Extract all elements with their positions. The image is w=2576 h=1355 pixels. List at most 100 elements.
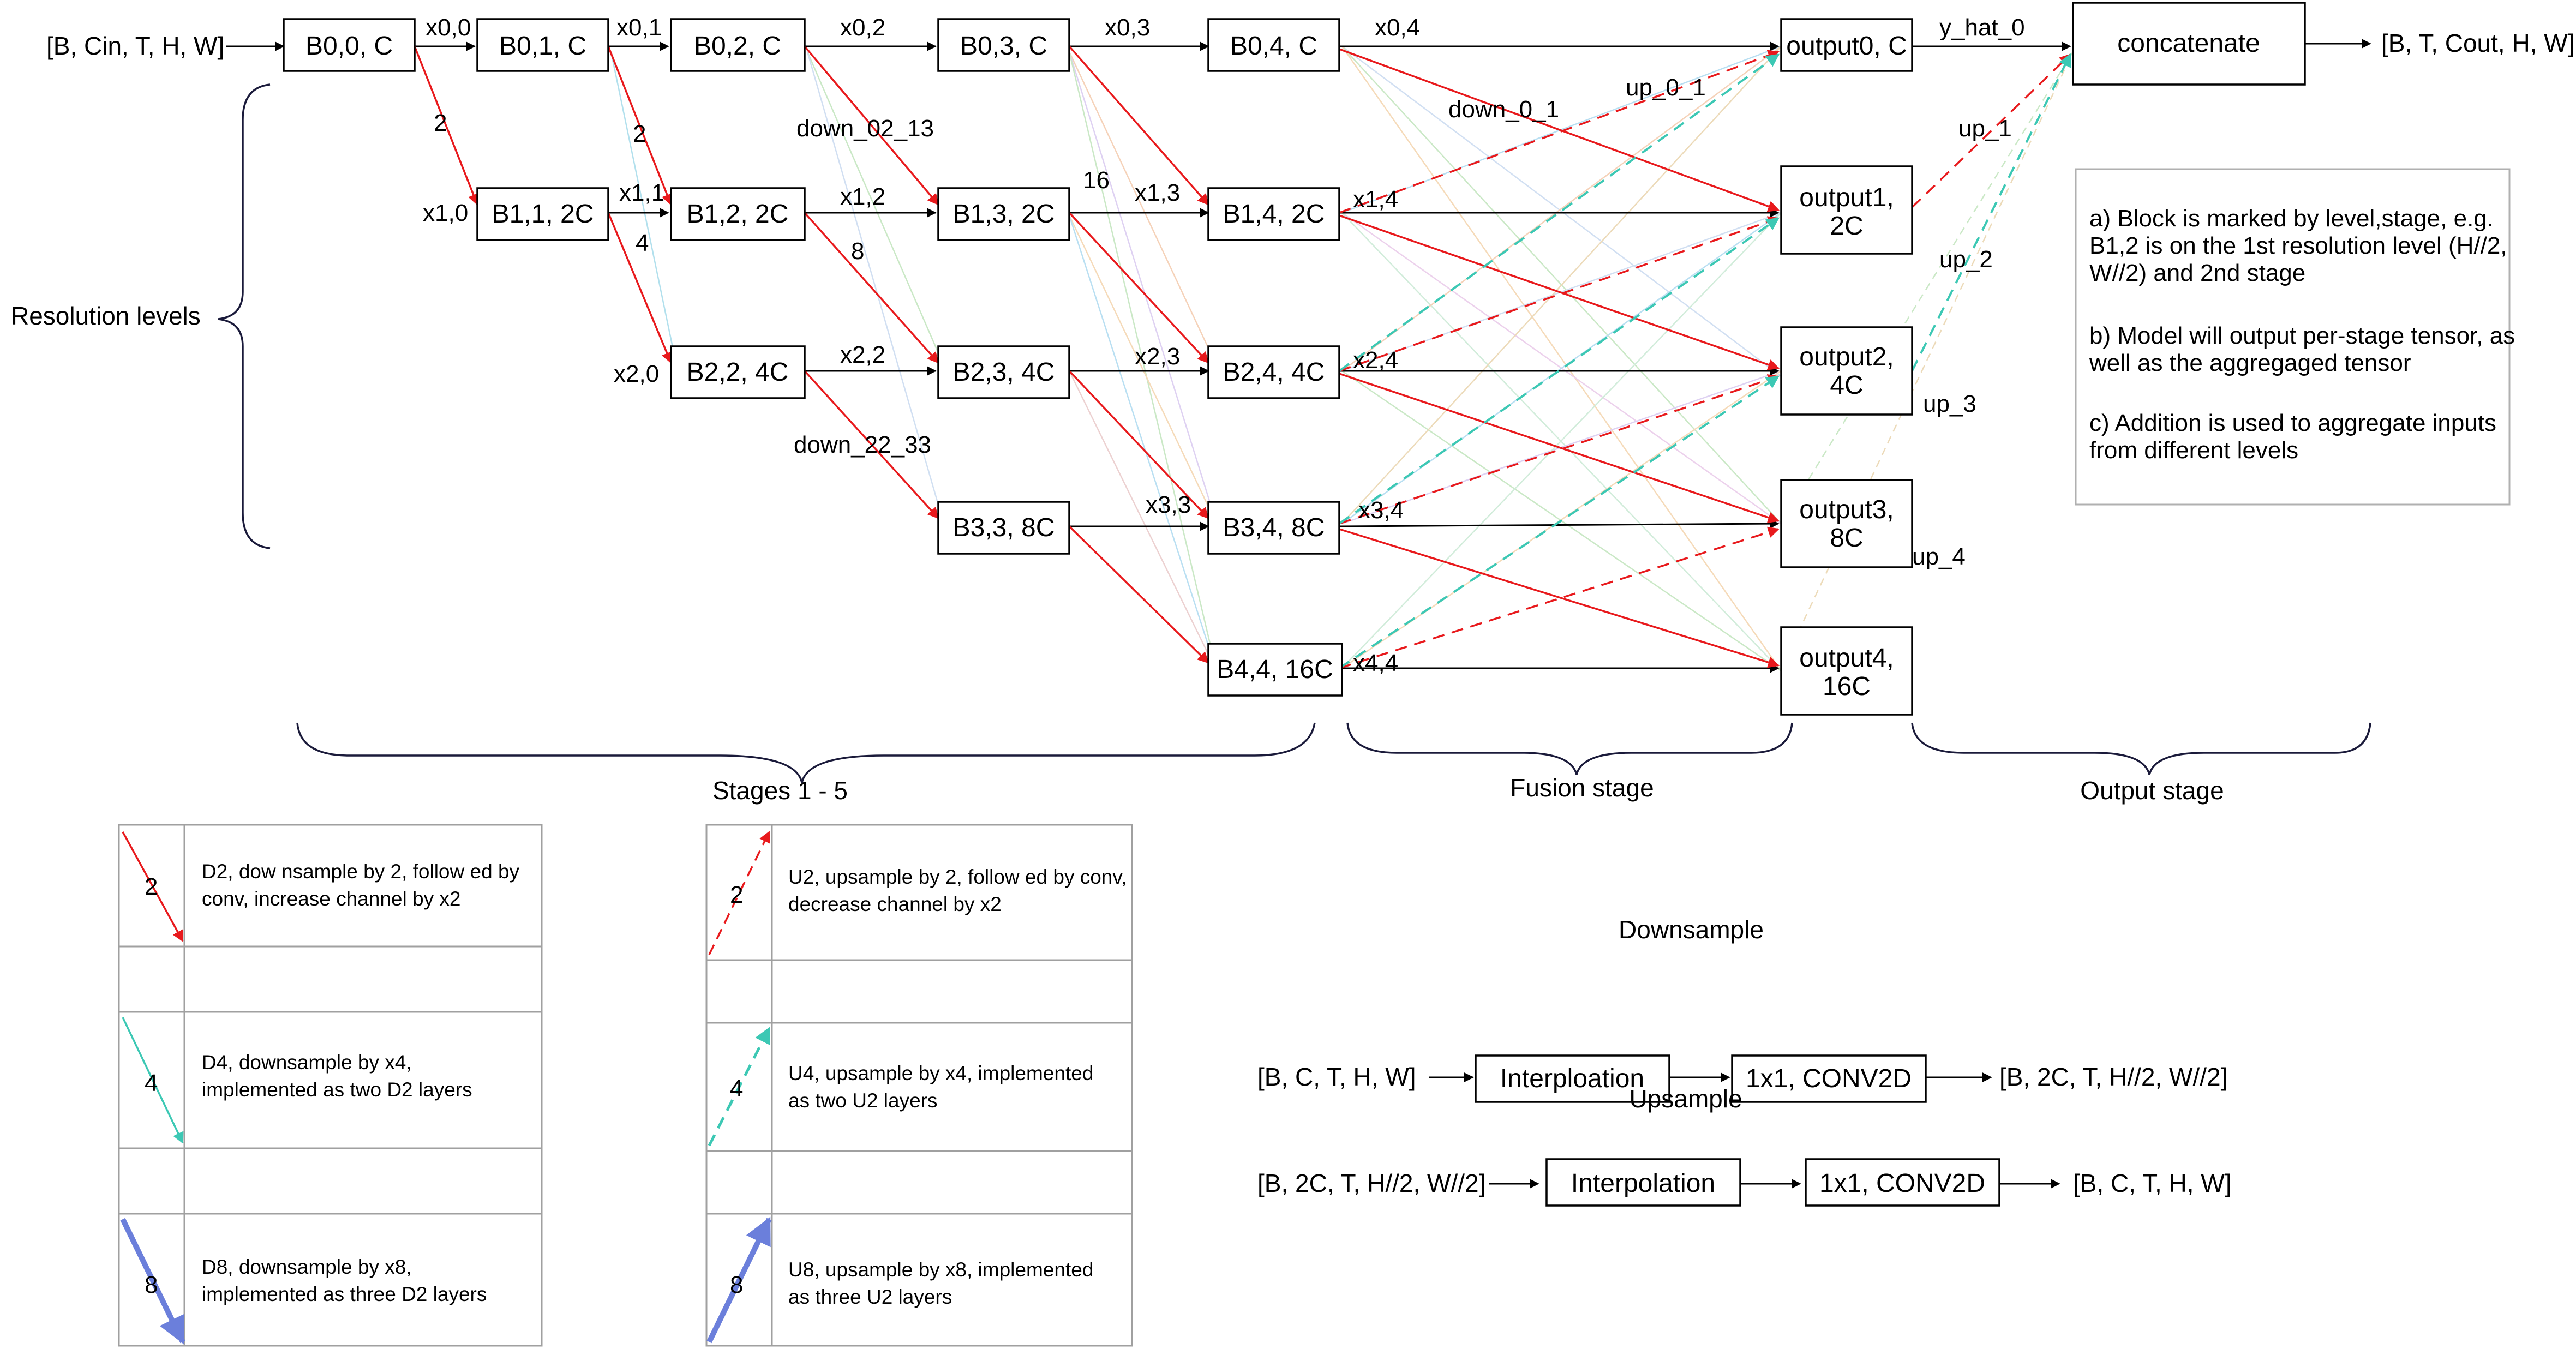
downsample-arrows bbox=[414, 45, 1780, 668]
svg-text:output1,: output1, bbox=[1799, 183, 1894, 212]
svg-text:U8, upsample by x8, implemente: U8, upsample by x8, implemented bbox=[788, 1258, 1093, 1281]
svg-text:Interploation: Interploation bbox=[1500, 1064, 1644, 1093]
edge-label-down-02-13: down_02_13 bbox=[796, 115, 934, 142]
edge-label-x22: x2,2 bbox=[840, 341, 885, 368]
upsample-title: Upsample bbox=[1629, 1084, 1742, 1113]
block-b02: B0,2, C bbox=[670, 18, 806, 72]
svg-text:as three U2 layers: as three U2 layers bbox=[788, 1286, 952, 1308]
downsample-input: [B, C, T, H, W] bbox=[1257, 1063, 1416, 1091]
svg-text:U4, upsample by x4, implemente: U4, upsample by x4, implemented bbox=[788, 1062, 1093, 1084]
downsample-interp-block: Interploation bbox=[1475, 1054, 1670, 1103]
edge-label-x00: x0,0 bbox=[426, 14, 471, 41]
upsample-x4-arrows bbox=[1338, 53, 2071, 669]
svg-text:B0,1, C: B0,1, C bbox=[499, 32, 586, 61]
edge-label-x11: x1,1 bbox=[619, 179, 664, 206]
block-b34: B3,4, 8C bbox=[1207, 501, 1340, 555]
svg-text:output3,: output3, bbox=[1799, 495, 1894, 524]
edge-label-x44: x4,4 bbox=[1353, 650, 1398, 676]
block-b01: B0,1, C bbox=[476, 18, 609, 72]
svg-text:decrease channel by x2: decrease channel by x2 bbox=[788, 893, 1002, 915]
edge-label-x13: x1,3 bbox=[1135, 179, 1180, 206]
svg-text:a) Block is marked by level,st: a) Block is marked by level,stage, e.g. bbox=[2089, 205, 2494, 232]
braces bbox=[218, 83, 2371, 783]
block-b12: B1,2, 2C bbox=[670, 187, 806, 241]
edge-label-x14: x1,4 bbox=[1353, 186, 1398, 213]
svg-text:B0,4, C: B0,4, C bbox=[1230, 32, 1317, 61]
output-shape-label: [B, T, Cout, H, W] bbox=[2381, 29, 2574, 57]
svg-text:B3,3, 8C: B3,3, 8C bbox=[953, 513, 1055, 542]
output-caption: Output stage bbox=[2080, 776, 2224, 805]
svg-text:D8, downsample by x8,: D8, downsample by x8, bbox=[202, 1256, 412, 1278]
svg-text:4: 4 bbox=[730, 1075, 743, 1102]
edge-label-d2: 2 bbox=[434, 110, 447, 136]
block-output3: output3,8C bbox=[1780, 479, 1913, 568]
main-flow-arrows bbox=[226, 39, 2371, 1189]
block-b13: B1,3, 2C bbox=[937, 187, 1070, 241]
block-output1: output1,2C bbox=[1780, 165, 1913, 255]
block-b03: B0,3, C bbox=[937, 18, 1070, 72]
block-output2: output2,4C bbox=[1780, 326, 1913, 416]
svg-text:B1,2, 2C: B1,2, 2C bbox=[687, 200, 789, 229]
edge-label-x23: x2,3 bbox=[1135, 343, 1180, 370]
edge-label-x04: x0,4 bbox=[1375, 14, 1420, 41]
edge-label-up-4: up_4 bbox=[1912, 543, 1966, 570]
upsample-interp-block: Interpolation bbox=[1545, 1158, 1741, 1207]
svg-text:B1,1, 2C: B1,1, 2C bbox=[492, 200, 594, 229]
svg-text:b) Model will output per-stage: b) Model will output per-stage tensor, a… bbox=[2089, 322, 2515, 349]
svg-text:2: 2 bbox=[730, 882, 743, 908]
block-b44: B4,4, 16C bbox=[1207, 643, 1343, 697]
edge-label-up-2: up_2 bbox=[1939, 246, 1993, 273]
edge-labels: x0,0 x0,1 x0,2 x0,3 x0,4 y_hat_0 x1,0 x1… bbox=[423, 14, 2025, 676]
svg-text:output4,: output4, bbox=[1799, 644, 1894, 673]
svg-text:B1,4, 2C: B1,4, 2C bbox=[1223, 200, 1325, 229]
block-output0: output0, C bbox=[1780, 18, 1913, 72]
svg-text:B3,4, 8C: B3,4, 8C bbox=[1223, 513, 1325, 542]
block-b22: B2,2, 4C bbox=[670, 345, 806, 399]
edge-label-up-0-1: up_0_1 bbox=[1626, 74, 1706, 101]
edge-label-up-1: up_1 bbox=[1958, 115, 2012, 142]
svg-text:16C: 16C bbox=[1823, 672, 1871, 701]
block-b24: B2,4, 4C bbox=[1207, 345, 1340, 399]
svg-text:8: 8 bbox=[730, 1272, 743, 1298]
svg-text:conv, increase channel by x2: conv, increase channel by x2 bbox=[202, 888, 460, 910]
svg-text:8C: 8C bbox=[1830, 524, 1863, 553]
downsample-title: Downsample bbox=[1619, 915, 1764, 944]
legend-upsample-table: 2 U2, upsample by 2, follow ed by conv, … bbox=[705, 824, 1133, 1347]
edge-label-x12: x1,2 bbox=[840, 183, 885, 210]
svg-text:4: 4 bbox=[145, 1070, 158, 1096]
svg-text:concatenate: concatenate bbox=[2117, 29, 2260, 58]
svg-text:W//2) and 2nd stage: W//2) and 2nd stage bbox=[2089, 260, 2305, 286]
edge-label-x20: x2,0 bbox=[614, 361, 659, 387]
edge-label-d16: 16 bbox=[1083, 167, 1110, 194]
upsample-conv-block: 1x1, CONV2D bbox=[1805, 1158, 2000, 1207]
edge-label-up-3: up_3 bbox=[1923, 391, 1976, 417]
svg-text:B0,2, C: B0,2, C bbox=[694, 32, 781, 61]
block-b11: B1,1, 2C bbox=[476, 187, 609, 241]
svg-text:output2,: output2, bbox=[1799, 343, 1894, 371]
upsample-output: [B, C, T, H, W] bbox=[2073, 1169, 2232, 1197]
edge-label-x10: x1,0 bbox=[423, 200, 468, 226]
edge-label-x33: x3,3 bbox=[1146, 491, 1191, 518]
svg-text:B0,0, C: B0,0, C bbox=[305, 32, 393, 61]
block-b00: B0,0, C bbox=[283, 18, 416, 72]
svg-text:from different levels: from different levels bbox=[2089, 437, 2298, 464]
svg-text:implemented as three D2 layers: implemented as three D2 layers bbox=[202, 1283, 487, 1305]
svg-text:4C: 4C bbox=[1830, 371, 1863, 400]
edge-label-x03: x0,3 bbox=[1105, 14, 1150, 41]
svg-text:B4,4, 16C: B4,4, 16C bbox=[1217, 655, 1333, 684]
edge-label-x34: x3,4 bbox=[1358, 497, 1404, 524]
block-output4: output4,16C bbox=[1780, 626, 1913, 716]
resolution-levels-label: Resolution levels bbox=[11, 302, 201, 330]
edge-label-d4: 4 bbox=[636, 230, 649, 256]
edge-label-x24: x2,4 bbox=[1353, 347, 1398, 374]
svg-text:Interpolation: Interpolation bbox=[1571, 1169, 1715, 1198]
upsample-input: [B, 2C, T, H//2, W//2] bbox=[1257, 1169, 1485, 1197]
svg-text:U2, upsample by 2, follow ed b: U2, upsample by 2, follow ed by conv, bbox=[788, 866, 1127, 888]
edge-label-down-22-33: down_22_33 bbox=[794, 431, 931, 458]
svg-text:B2,4, 4C: B2,4, 4C bbox=[1223, 358, 1325, 387]
svg-text:B2,3, 4C: B2,3, 4C bbox=[953, 358, 1055, 387]
block-b14: B1,4, 2C bbox=[1207, 187, 1340, 241]
notes-box: a) Block is marked by level,stage, e.g. … bbox=[2075, 168, 2515, 506]
svg-text:B2,2, 4C: B2,2, 4C bbox=[687, 358, 789, 387]
block-concatenate: concatenate bbox=[2072, 2, 2306, 86]
